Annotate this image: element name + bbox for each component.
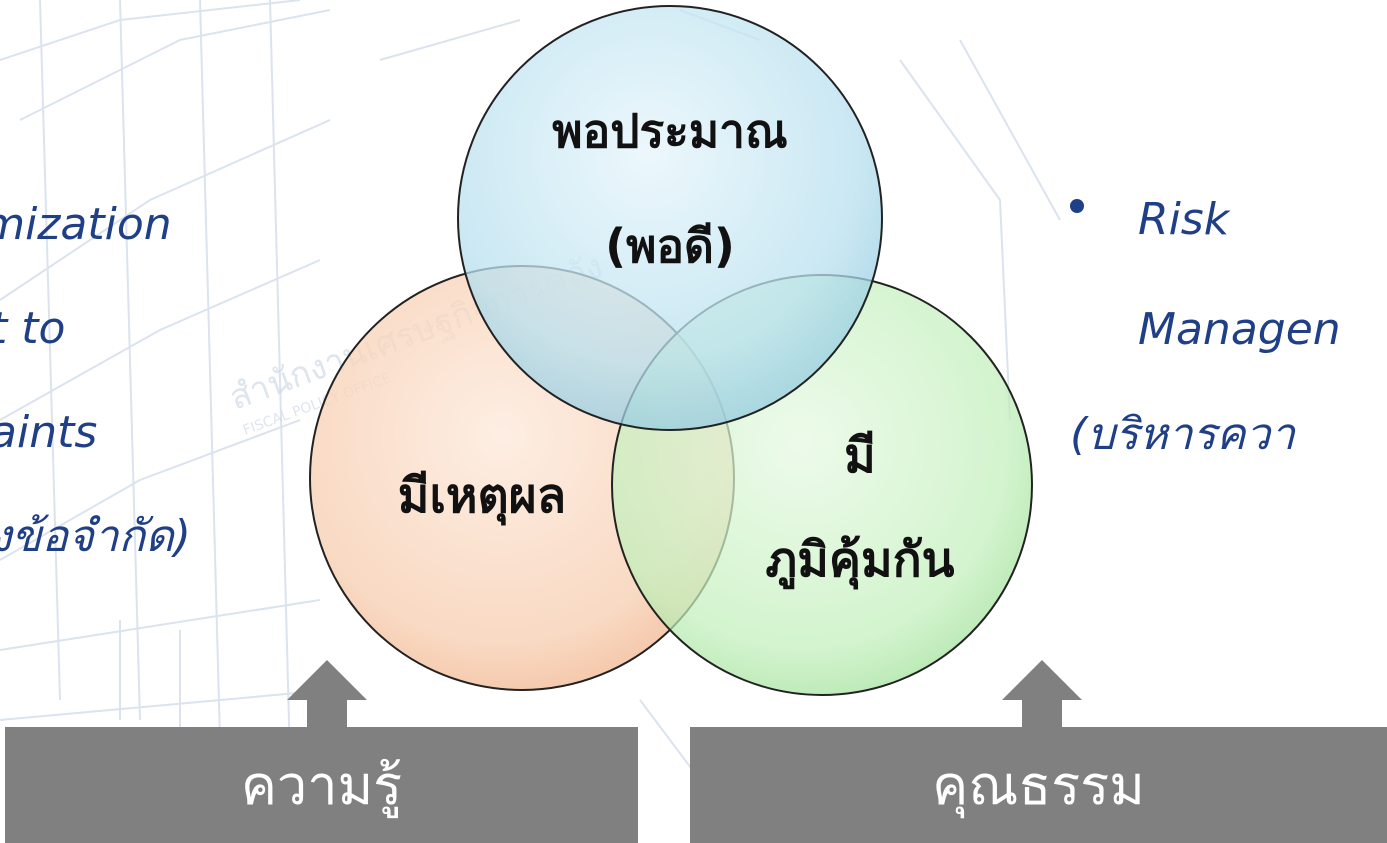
right-text-line: Risk xyxy=(1138,194,1230,245)
label-top-line1: พอประมาณ xyxy=(552,104,788,158)
morality-box: คุณธรรม xyxy=(690,727,1387,843)
circle-top xyxy=(457,5,883,431)
bullet-icon xyxy=(1070,199,1084,213)
label-right-line1: มี xyxy=(844,428,876,484)
label-top-line2: (พอดี) xyxy=(605,219,735,273)
label-left: มีเหตุผล xyxy=(397,468,567,524)
left-text-block: imization t to aints งข้อจำกัด) xyxy=(0,190,290,606)
right-text-block: Risk Managen (บริหารควา xyxy=(1070,185,1387,485)
arrow-up-icon xyxy=(1002,660,1082,730)
label-right-line2: ภูมิคุ้มกัน xyxy=(765,532,955,588)
right-text-line: (บริหารควา xyxy=(1070,409,1295,460)
knowledge-box: ความรู้ xyxy=(5,727,638,843)
arrow-up-icon xyxy=(287,660,367,730)
left-text-line: t to xyxy=(0,303,66,354)
left-text-line: imization xyxy=(0,199,172,250)
left-text-line: aints xyxy=(0,407,98,458)
right-text-line: Managen xyxy=(1138,304,1341,355)
left-text-line: งข้อจำกัด) xyxy=(0,511,191,562)
